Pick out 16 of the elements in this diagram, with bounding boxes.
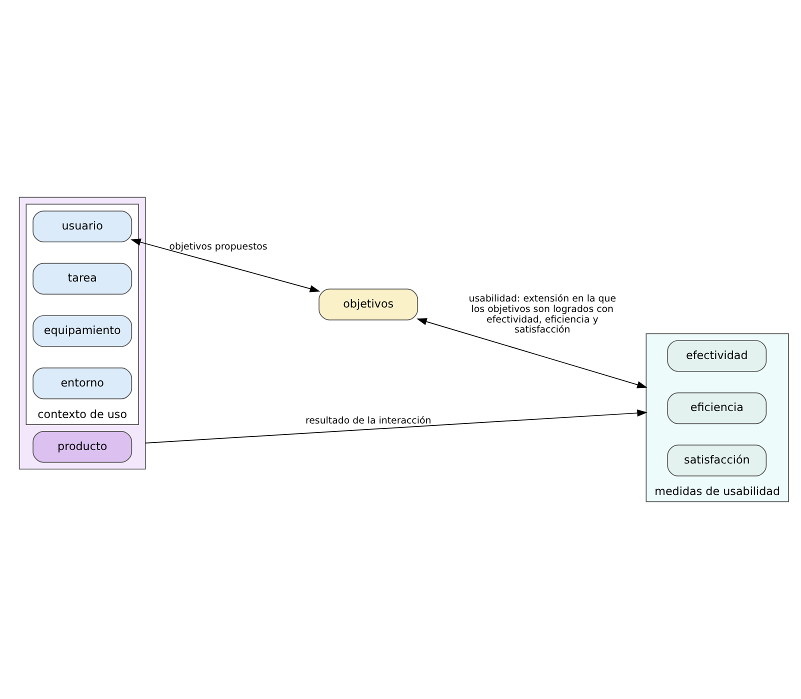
node-box: efectividad [667,340,767,372]
edge-label: resultado de la interacción [305,416,432,427]
node-box: satisfacción [667,444,767,476]
node-box: objetivos [318,288,418,320]
node-box: eficiencia [667,392,767,424]
node-box: equipamiento [32,315,132,347]
node-box: entorno [32,368,132,400]
edge-label: objetivos propuestos [169,241,268,252]
arrow [416,318,648,388]
arrow [130,238,320,292]
node-box: usuario [32,210,132,242]
edge-label: usabilidad: extensión en la que los objetivos son logrados con efectividad, eficiencia y satisfacción [468,294,616,336]
cluster [18,196,146,470]
arrow [144,409,648,444]
node-box: tarea [32,262,132,295]
node-box: producto [32,430,132,463]
